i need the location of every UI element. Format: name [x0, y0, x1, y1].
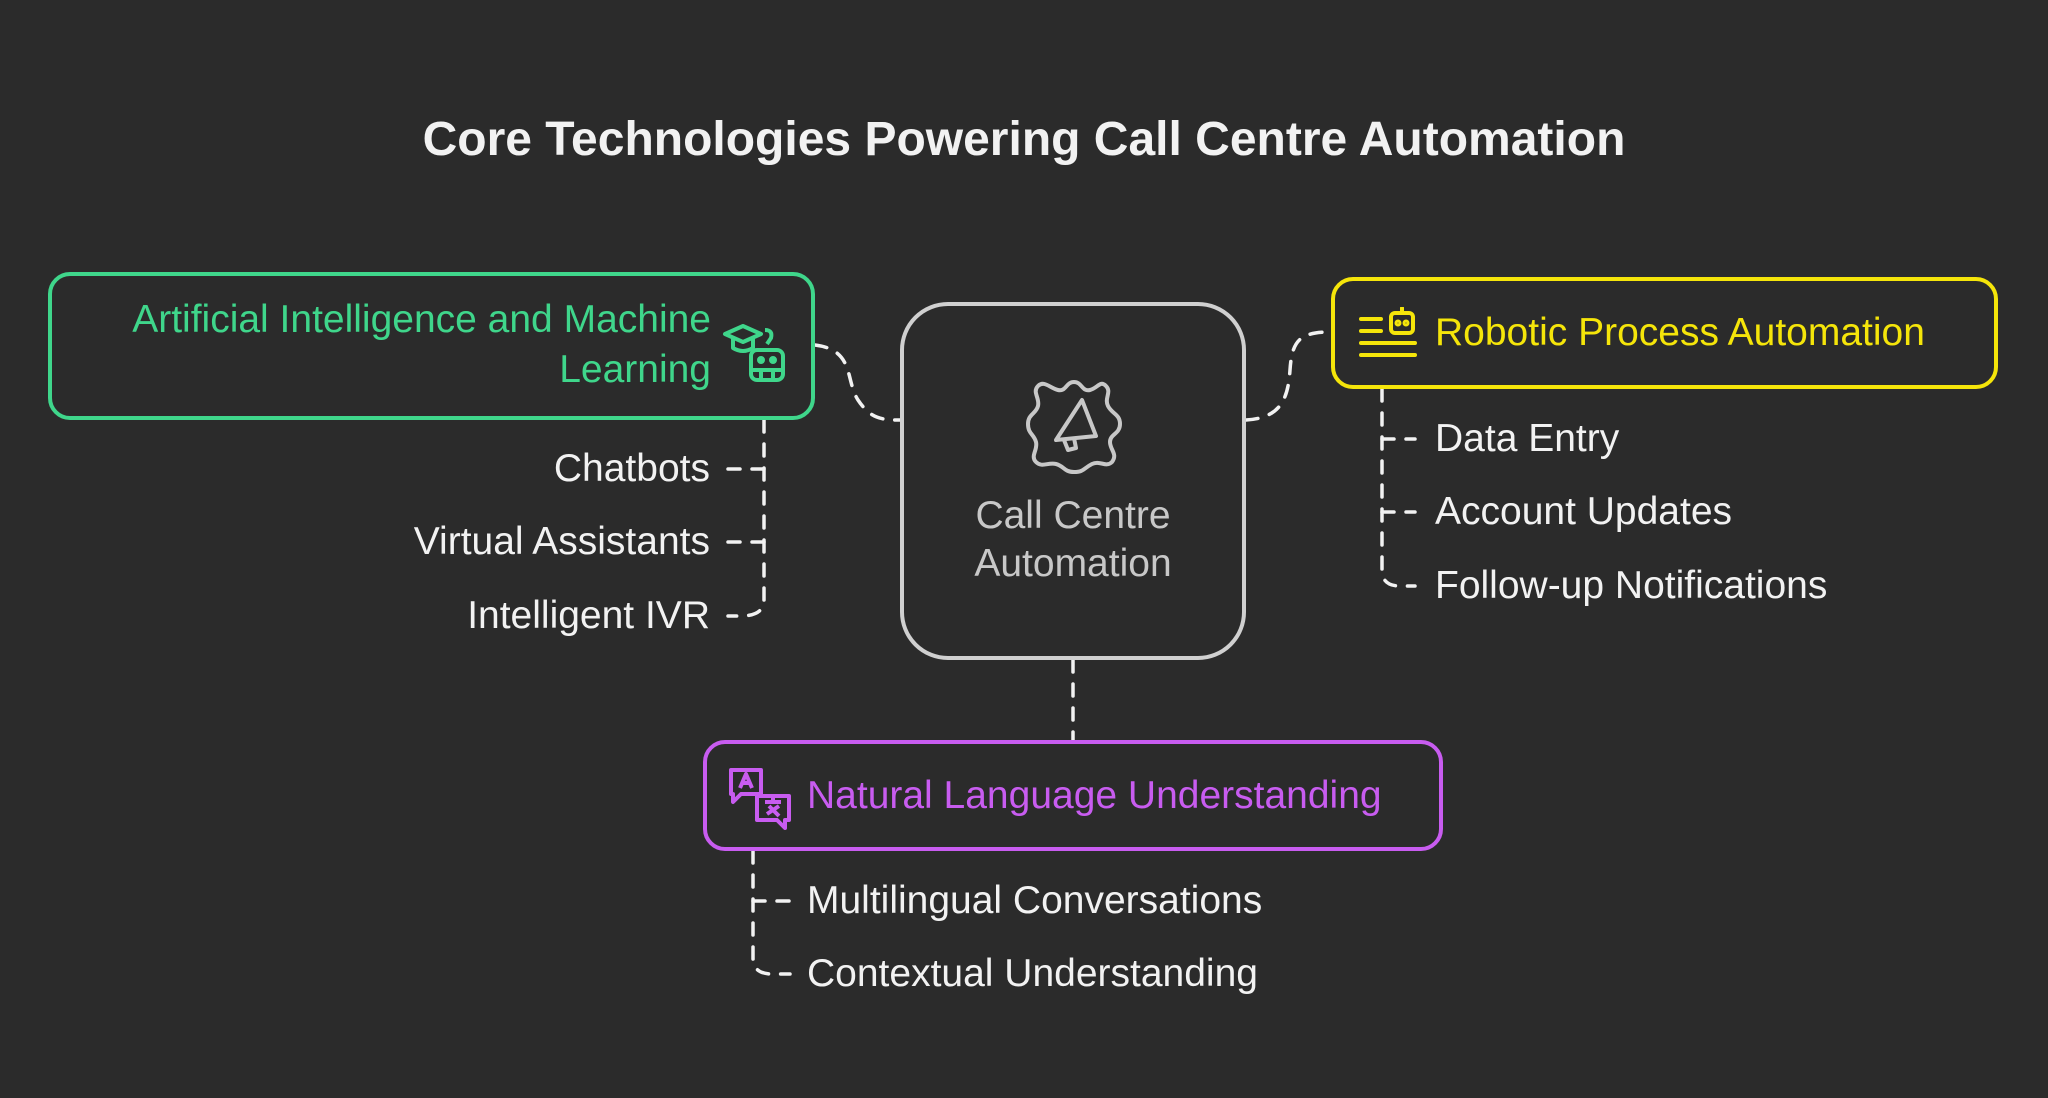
center-node: Call Centre Automation — [900, 302, 1246, 660]
connector-nlu-items — [751, 849, 792, 976]
branch-ai-item: Chatbots — [553, 447, 710, 490]
branch-nlu-item: Multilingual Conversations — [807, 879, 1263, 922]
graduate-robot-icon — [723, 324, 785, 382]
branch-rpa-item: Data Entry — [1435, 417, 1620, 460]
branch-rpa-item: Account Updates — [1435, 490, 1733, 533]
branch-ai-title-line1: Artificial Intelligence and Machine — [132, 298, 711, 341]
branch-ai-item: Intelligent IVR — [467, 594, 710, 637]
connector-center-to-ai — [813, 343, 902, 422]
gear-megaphone-icon — [1026, 380, 1122, 474]
branch-ai-title-line2: Learning — [559, 348, 711, 391]
connector-center-to-rpa — [1244, 330, 1333, 422]
connector-ai-items — [726, 418, 766, 618]
robot-list-icon — [1359, 307, 1417, 357]
translate-icon — [729, 768, 791, 830]
connector-rpa-items — [1380, 387, 1417, 588]
branch-rpa-title: Robotic Process Automation — [1435, 311, 1925, 354]
branch-nlu-item: Contextual Understanding — [807, 952, 1258, 995]
branch-rpa: Robotic Process Automation — [1331, 277, 1998, 389]
branch-nlu-title: Natural Language Understanding — [807, 774, 1382, 817]
center-label-line1: Call Centre — [975, 494, 1171, 537]
center-label-line2: Automation — [974, 542, 1172, 585]
branch-ai-item: Virtual Assistants — [413, 520, 710, 563]
branch-ai-ml: Artificial Intelligence and Machine Lear… — [48, 272, 815, 420]
branch-rpa-item: Follow-up Notifications — [1435, 564, 1828, 607]
branch-nlu: Natural Language Understanding — [703, 740, 1443, 851]
diagram-title: Core Technologies Powering Call Centre A… — [422, 113, 1626, 166]
